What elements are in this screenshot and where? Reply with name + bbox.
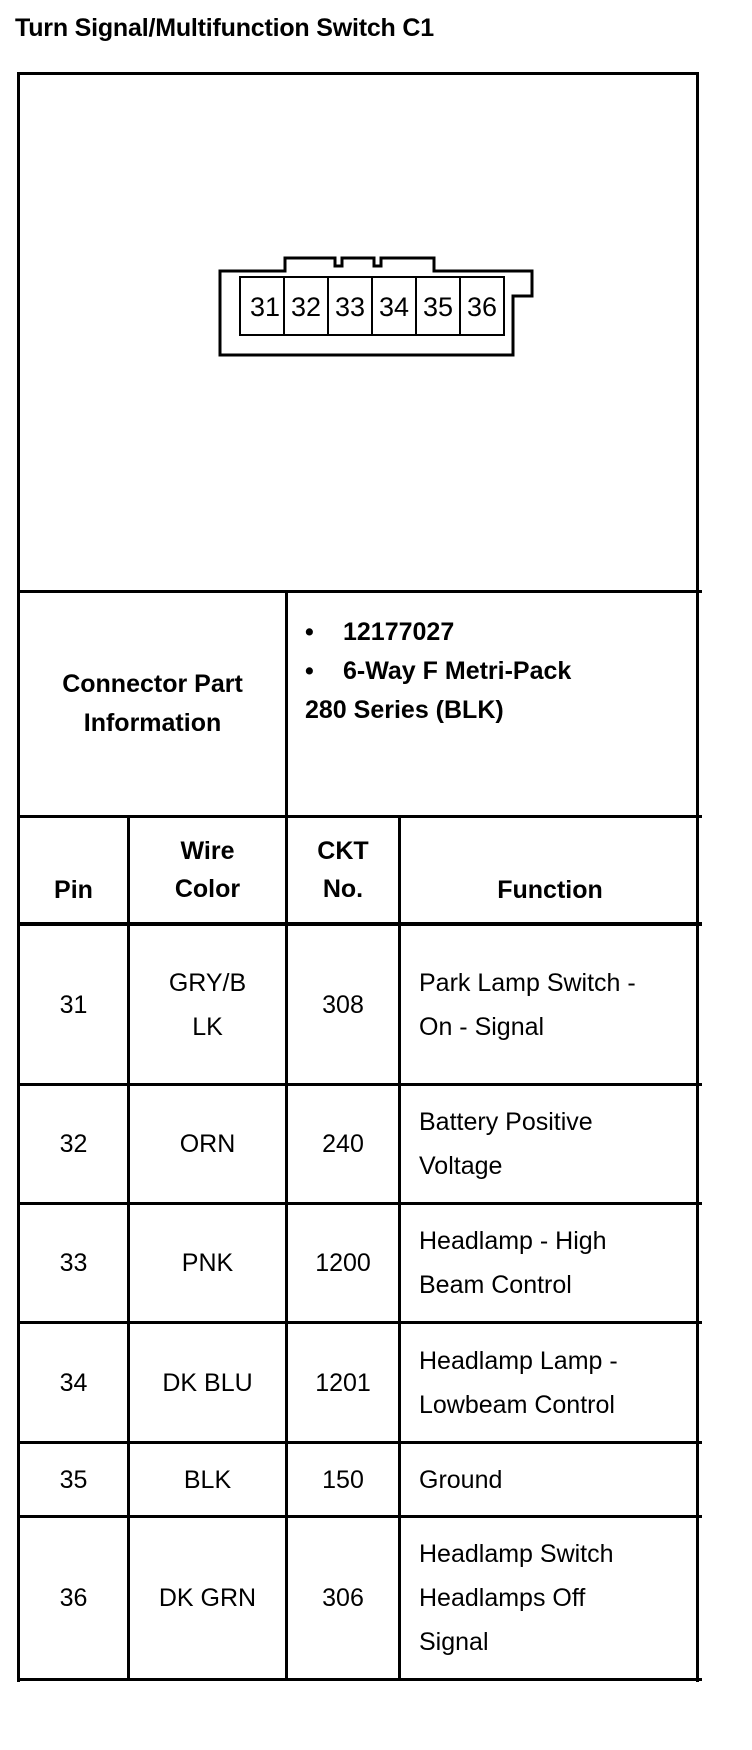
divider — [17, 1515, 702, 1518]
cell-pin: 32 — [59, 1130, 88, 1158]
header-pin-text: Pin — [54, 876, 93, 904]
connector-diagram: 31 32 33 34 35 36 — [218, 256, 534, 357]
connector-part-info-label: Connector Part Information — [20, 593, 285, 815]
divider — [17, 1441, 702, 1444]
pin-label: 33 — [335, 292, 365, 322]
divider — [398, 815, 401, 1681]
bullet: • — [305, 618, 314, 646]
header-function: Function — [401, 818, 699, 922]
cell-wire-color: DK BLU — [162, 1368, 253, 1397]
divider — [17, 1202, 702, 1205]
header-wire-color: Wire Color — [130, 818, 285, 922]
cell-wire-color: DK GRN — [158, 1584, 257, 1612]
cell-function: Headlamp - High Beam Control — [401, 1205, 699, 1321]
divider — [17, 590, 702, 593]
bullet: • — [305, 657, 314, 685]
connector-part-info-label-text: Connector Part Information — [62, 670, 243, 737]
cell-ckt-no: 308 — [322, 990, 364, 1019]
pin-label: 36 — [467, 292, 497, 322]
cell-function-text: Ground — [419, 1465, 503, 1494]
part-info-continuation: 280 Series (BLK) — [305, 696, 504, 724]
cell-ckt-no: 306 — [322, 1584, 364, 1612]
connector-part-info: • 12177027 • 6-Way F Metri-Pack 280 Series… — [305, 613, 571, 730]
connector-housing — [218, 256, 534, 357]
cell-function-text: Headlamp Lamp - Lowbeam Control — [419, 1346, 618, 1419]
pin-label: 35 — [423, 292, 453, 322]
divider — [17, 1083, 702, 1086]
cell-pin: 33 — [59, 1249, 88, 1277]
part-info-item: • 6-Way F Metri-Pack — [305, 652, 571, 691]
divider — [17, 1321, 702, 1324]
cell-pin: 36 — [59, 1584, 88, 1612]
cell-ckt-no: 1201 — [315, 1368, 371, 1397]
cell-ckt-no: 240 — [322, 1130, 364, 1158]
part-number: 12177027 — [343, 618, 455, 646]
cell-ckt-no: 150 — [322, 1465, 364, 1494]
cell-wire-color: PNK — [181, 1249, 234, 1277]
divider — [17, 815, 702, 818]
page-title: Turn Signal/Multifunction Switch C1 — [15, 14, 434, 42]
cell-wire-color: BLK — [183, 1465, 232, 1494]
divider — [127, 815, 130, 1681]
divider — [17, 922, 702, 926]
cell-function-text: Battery Positive Voltage — [419, 1108, 593, 1180]
part-description: 6-Way F Metri-Pack — [343, 657, 572, 685]
cell-function: Park Lamp Switch - On - Signal — [401, 926, 699, 1083]
cell-ckt-no: 1200 — [315, 1249, 371, 1277]
cell-wire-color: GRY/B LK — [130, 926, 285, 1083]
pin-label: 34 — [379, 292, 409, 322]
cell-function-text: Headlamp Switch Headlamps Off Signal — [419, 1540, 614, 1656]
table-frame — [17, 72, 699, 1682]
cell-function: Battery Positive Voltage — [401, 1086, 699, 1202]
pin-label: 31 — [250, 292, 280, 322]
cell-function: Headlamp Switch Headlamps Off Signal — [401, 1518, 699, 1678]
cell-function-text: Headlamp - High Beam Control — [419, 1227, 607, 1299]
header-ckt-no: CKT No. — [288, 818, 398, 922]
divider — [285, 590, 288, 1681]
cell-wire-color-text: GRY/B LK — [168, 968, 247, 1041]
header-pin: Pin — [20, 818, 127, 922]
cell-function: Headlamp Lamp - Lowbeam Control — [401, 1324, 699, 1441]
cell-wire-color: ORN — [179, 1130, 236, 1158]
cell-pin: 31 — [59, 990, 88, 1019]
header-ckt-no-text: CKT No. — [317, 837, 369, 903]
header-function-text: Function — [497, 876, 603, 904]
divider — [17, 1678, 702, 1681]
cell-function-text: Park Lamp Switch - On - Signal — [419, 968, 636, 1041]
part-info-item: • 12177027 — [305, 613, 571, 652]
cell-function: Ground — [401, 1444, 699, 1515]
cell-pin: 34 — [59, 1368, 88, 1397]
cell-pin: 35 — [59, 1465, 88, 1494]
header-wire-color-text: Wire Color — [174, 837, 241, 903]
pin-label: 32 — [291, 292, 321, 322]
